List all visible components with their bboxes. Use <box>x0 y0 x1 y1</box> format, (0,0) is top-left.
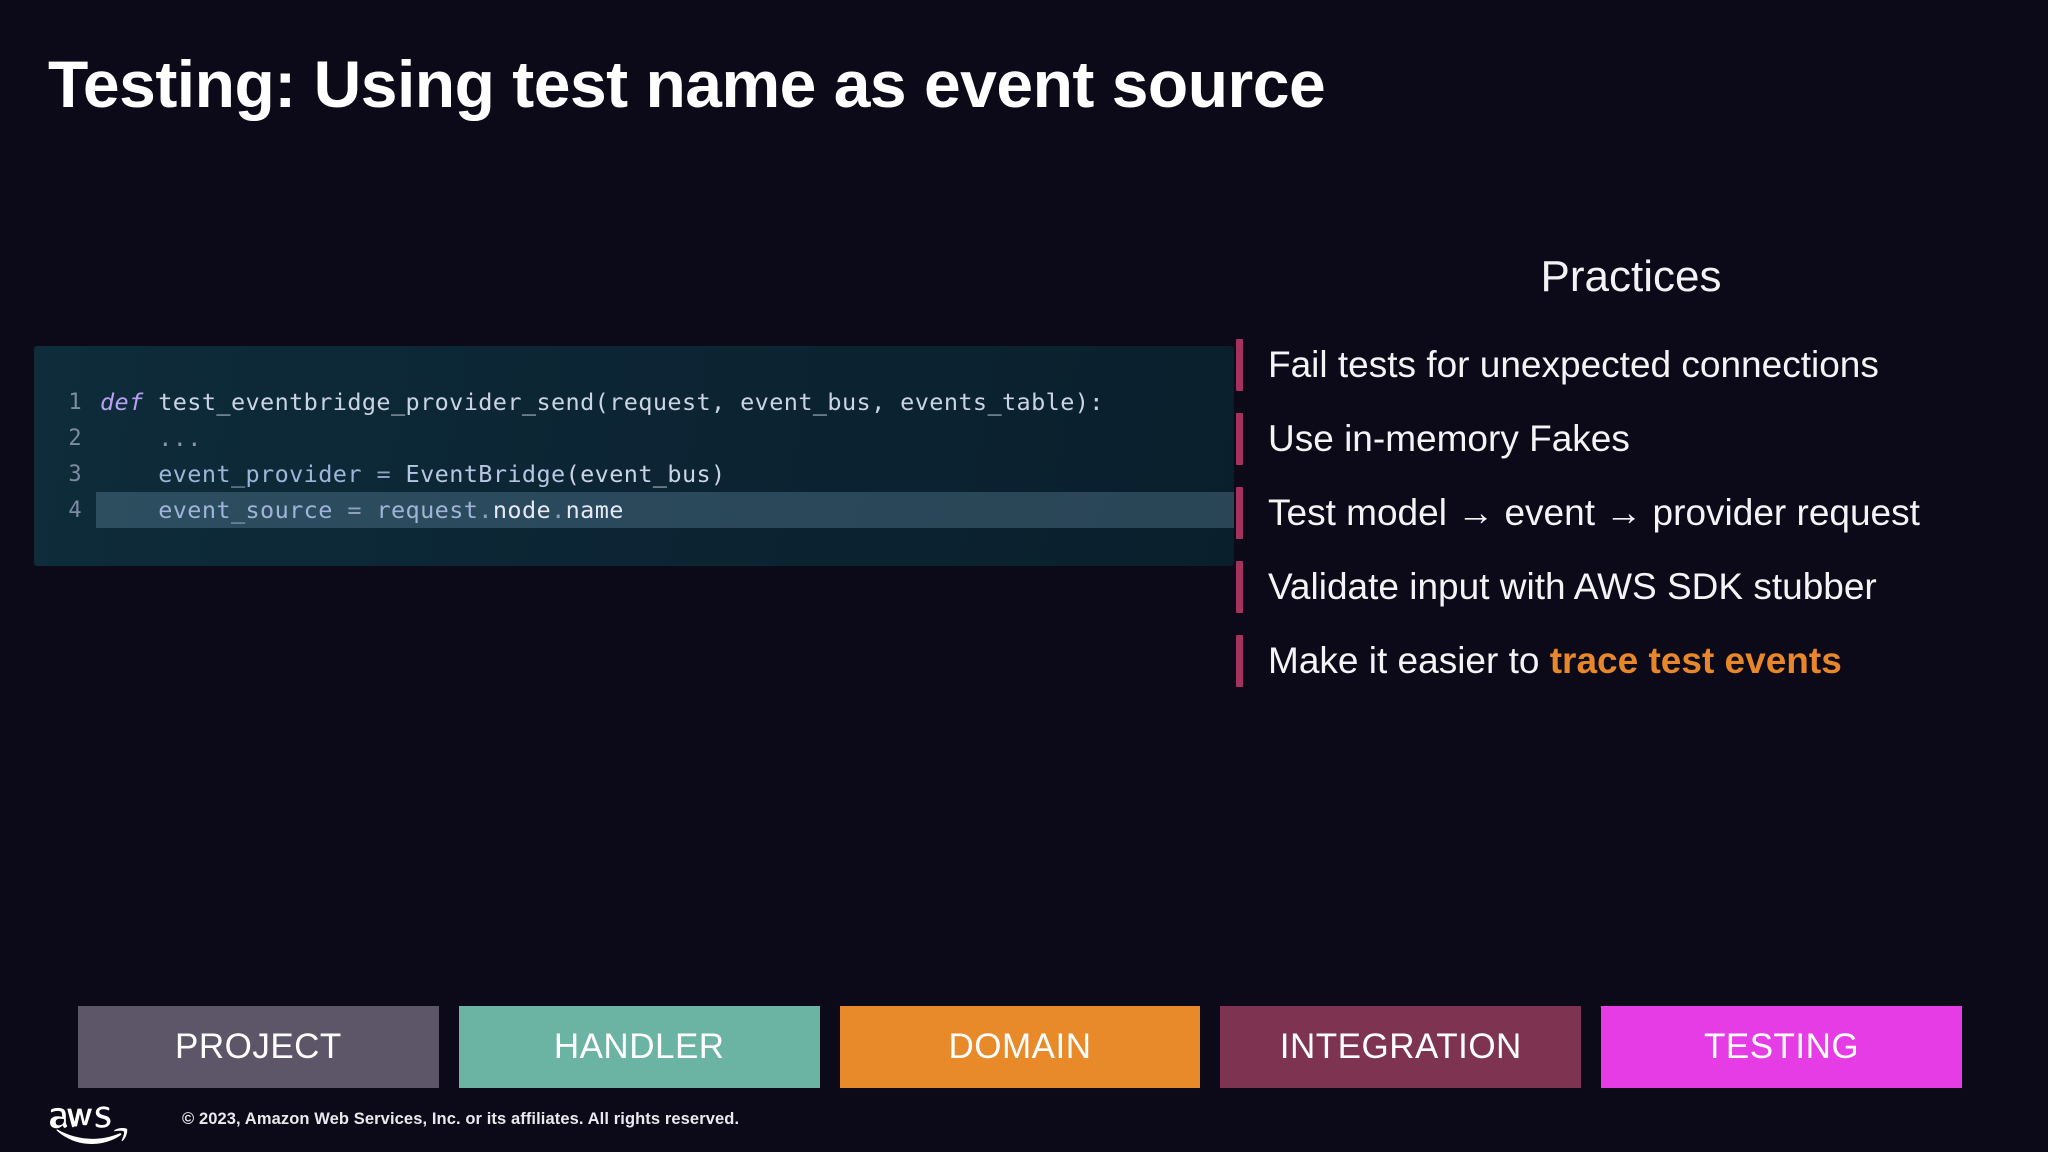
code-line-number: 3 <box>68 461 82 487</box>
practice-item: Test model → event → provider request <box>1236 485 2026 541</box>
code-line-text: def test_eventbridge_provider_send(reque… <box>96 384 1234 420</box>
code-line: 2 ... <box>34 420 1234 456</box>
code-token: = <box>332 496 377 524</box>
practice-item: Use in-memory Fakes <box>1236 411 2026 467</box>
code-line-text: event_source = request.node.name <box>96 492 1234 528</box>
code-line: 1 def test_eventbridge_provider_send(requ… <box>34 384 1234 420</box>
page-title: Testing: Using test name as event source <box>48 47 1326 121</box>
code-line-text: event_provider = EventBridge(event_bus) <box>96 456 1234 492</box>
practice-item-label: Use in-memory Fakes <box>1268 417 1630 459</box>
code-line-number: 4 <box>68 497 82 523</box>
code-token: EventBridge <box>405 460 566 488</box>
practice-accent-bar <box>1236 487 1243 539</box>
slide-footer: © 2023, Amazon Web Services, Inc. or its… <box>0 1100 2048 1152</box>
practice-item-label: Make it easier to trace test events <box>1268 639 1842 681</box>
code-token: event_source <box>158 496 333 524</box>
code-token: ... <box>100 424 202 452</box>
aws-logo-icon <box>48 1102 128 1146</box>
tab-domain[interactable]: DOMAIN <box>839 1006 1201 1088</box>
tab-integration[interactable]: INTEGRATION <box>1220 1006 1582 1088</box>
code-token: request <box>376 496 479 524</box>
practices-heading: Practices <box>1540 252 1722 301</box>
practice-item: Make it easier to trace test events <box>1236 633 2026 689</box>
code-token: name <box>565 496 624 524</box>
tab-testing[interactable]: TESTING <box>1601 1006 1962 1088</box>
code-token <box>100 460 158 488</box>
practice-item-highlight: trace test events <box>1549 639 1842 681</box>
code-line-text: ... <box>96 420 1234 456</box>
code-token: . <box>478 496 493 524</box>
practice-item-label: Test model → event → provider request <box>1268 491 1920 533</box>
code-line-number: 2 <box>68 425 82 451</box>
code-token: test_eventbridge_provider_send <box>158 388 595 416</box>
practice-accent-bar <box>1236 413 1243 465</box>
practice-item-label: Validate input with AWS SDK stubber <box>1268 565 1877 607</box>
code-line-number: 1 <box>68 389 82 415</box>
code-token: (event_bus) <box>565 460 726 488</box>
code-block: 1 def test_eventbridge_provider_send(requ… <box>34 346 1234 566</box>
code-token: def <box>100 388 159 416</box>
code-token: node <box>492 496 552 524</box>
practice-item: Validate input with AWS SDK stubber <box>1236 559 2026 615</box>
code-token: . <box>551 496 566 524</box>
tab-project[interactable]: PROJECT <box>78 1006 439 1088</box>
code-token <box>100 496 158 524</box>
code-token: = <box>361 460 406 488</box>
practice-accent-bar <box>1236 635 1243 687</box>
practices-panel: Practices Fail tests for unexpected conn… <box>1236 255 2026 707</box>
practice-accent-bar <box>1236 561 1243 613</box>
code-line: 4 event_source = request.node.name <box>34 492 1234 528</box>
code-token: event_provider <box>158 460 362 488</box>
practice-accent-bar <box>1236 339 1243 391</box>
practice-item: Fail tests for unexpected connections <box>1236 337 2026 393</box>
copyright-text: © 2023, Amazon Web Services, Inc. or its… <box>182 1110 740 1128</box>
practice-item-label: Fail tests for unexpected connections <box>1268 343 1879 385</box>
code-line: 3 event_provider = EventBridge(event_bus… <box>34 456 1234 492</box>
code-token: (request, event_bus, events_table): <box>594 388 1104 416</box>
tab-handler[interactable]: HANDLER <box>458 1006 820 1088</box>
